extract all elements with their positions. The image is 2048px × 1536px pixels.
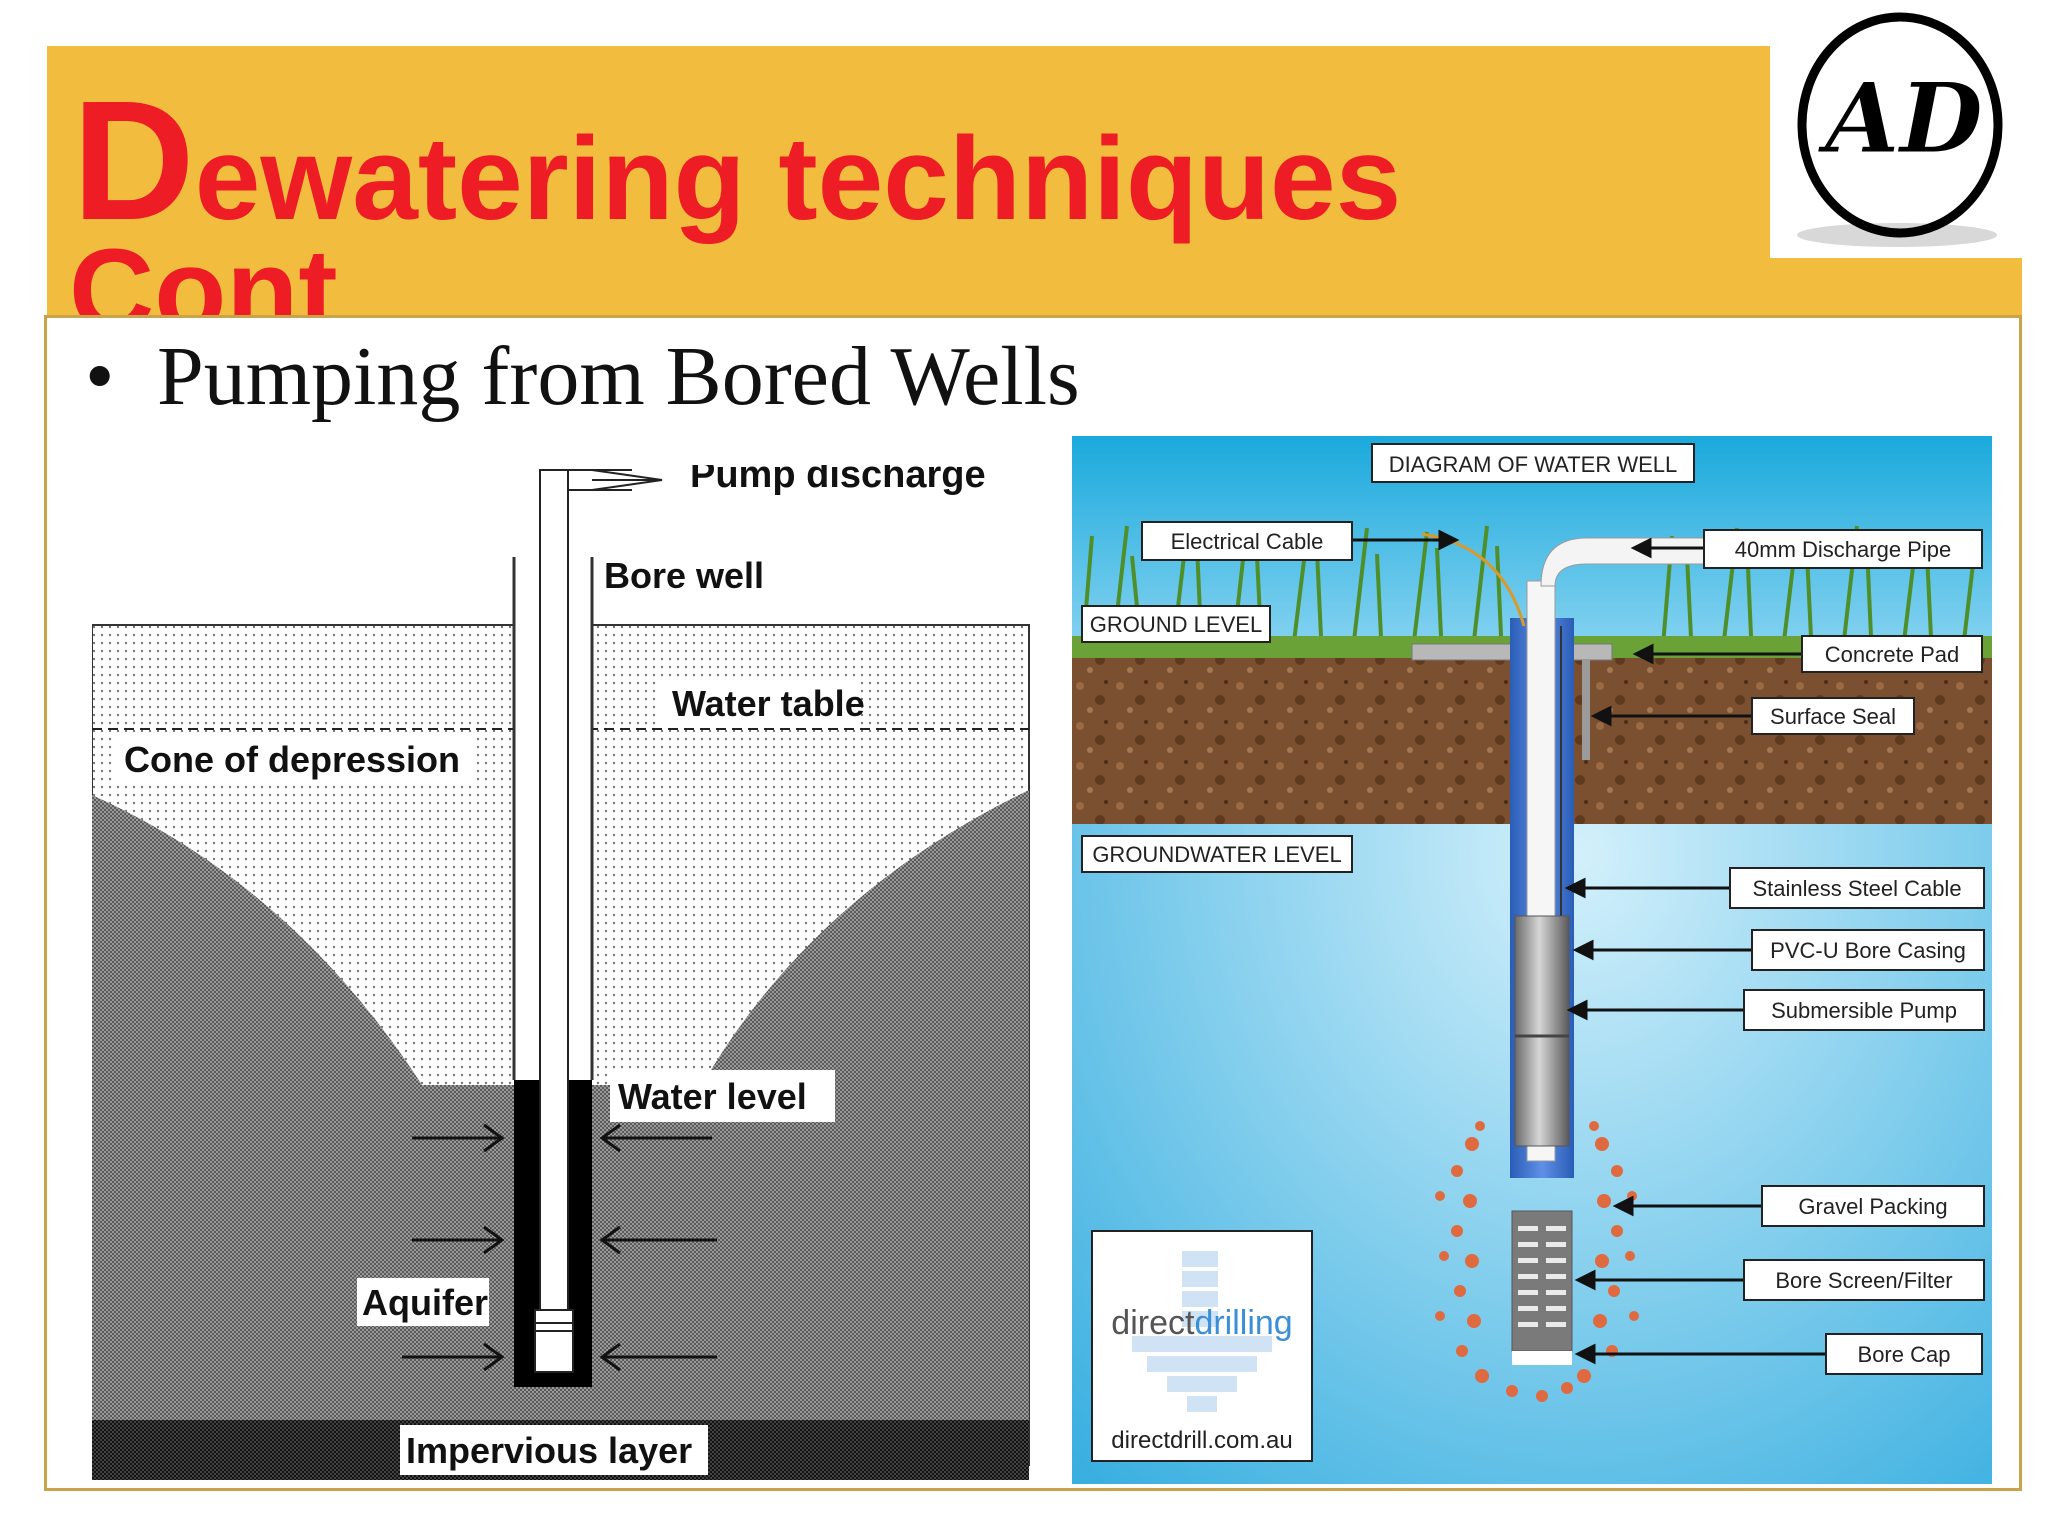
brand-url: directdrill.com.au bbox=[1111, 1427, 1292, 1454]
callout-bore-screen: Bore Screen/Filter bbox=[1775, 1268, 1952, 1293]
gravel-packing bbox=[1435, 1121, 1639, 1402]
callout-surface-seal: Surface Seal bbox=[1770, 704, 1896, 729]
label-pump-discharge: Pump discharge bbox=[690, 465, 986, 496]
brand-box: directdrilling directdrill.com.au bbox=[1091, 1230, 1313, 1462]
callout-stainless-steel-cable: Stainless Steel Cable bbox=[1752, 876, 1961, 901]
slide-title: Dewatering techniques bbox=[72, 76, 1401, 246]
callout-electrical-cable: Electrical Cable bbox=[1171, 529, 1324, 554]
bullet-item: •Pumping from Bored Wells bbox=[85, 335, 1080, 419]
ground-level-label: GROUND LEVEL bbox=[1090, 612, 1262, 637]
bullet-text: Pumping from Bored Wells bbox=[157, 330, 1080, 423]
inflow-arrows-right bbox=[599, 1123, 717, 1372]
logo-text: AD bbox=[1817, 62, 1983, 175]
label-water-table: Water table bbox=[672, 683, 865, 724]
slide-title-continued: Cont bbox=[69, 225, 338, 321]
label-water-level: Water level bbox=[618, 1076, 807, 1117]
banner-strip bbox=[1770, 258, 2022, 321]
label-bore-well: Bore well bbox=[604, 555, 764, 596]
callout-bore-casing: PVC-U Bore Casing bbox=[1770, 938, 1966, 963]
label-aquifer: Aquifer bbox=[362, 1282, 488, 1323]
well-diagram-title: DIAGRAM OF WATER WELL bbox=[1389, 452, 1677, 477]
callout-submersible-pump: Submersible Pump bbox=[1771, 998, 1957, 1023]
title-first-letter: D bbox=[72, 66, 195, 256]
label-cone-of-depression: Cone of depression bbox=[124, 739, 460, 780]
callout-bore-cap: Bore Cap bbox=[1858, 1342, 1951, 1367]
bullet-dot: • bbox=[85, 330, 115, 423]
callout-gravel-packing: Gravel Packing bbox=[1798, 1194, 1947, 1219]
inflow-arrows-left bbox=[402, 1123, 505, 1372]
brand-name-part1: direct bbox=[1111, 1304, 1195, 1342]
label-impervious-layer: Impervious layer bbox=[406, 1430, 692, 1471]
title-rest: ewatering techniques bbox=[194, 113, 1402, 245]
callout-concrete-pad: Concrete Pad bbox=[1825, 642, 1960, 667]
callout-discharge-pipe: 40mm Discharge Pipe bbox=[1735, 537, 1951, 562]
submersible-pump bbox=[1514, 915, 1570, 1147]
groundwater-level-label: GROUNDWATER LEVEL bbox=[1092, 842, 1341, 867]
bore-screen bbox=[1511, 1210, 1573, 1352]
pump-unit bbox=[534, 1309, 574, 1373]
bore-well-diagram: Pump discharge Bore well Water table Con… bbox=[91, 454, 1032, 1485]
bore-cap bbox=[1512, 1351, 1572, 1365]
water-well-diagram: DIAGRAM OF WATER WELL GROUND LEVEL GROUN… bbox=[1072, 436, 1992, 1484]
logo: AD bbox=[1772, 0, 2026, 256]
brand-name-part2: drilling bbox=[1194, 1304, 1292, 1342]
surface-seal bbox=[1582, 660, 1590, 760]
pump-pipe bbox=[539, 469, 569, 1351]
brand-name: directdrilling bbox=[1111, 1304, 1292, 1342]
logo-ring bbox=[1797, 12, 2003, 238]
title-banner: Dewatering techniques Cont bbox=[47, 46, 1770, 321]
